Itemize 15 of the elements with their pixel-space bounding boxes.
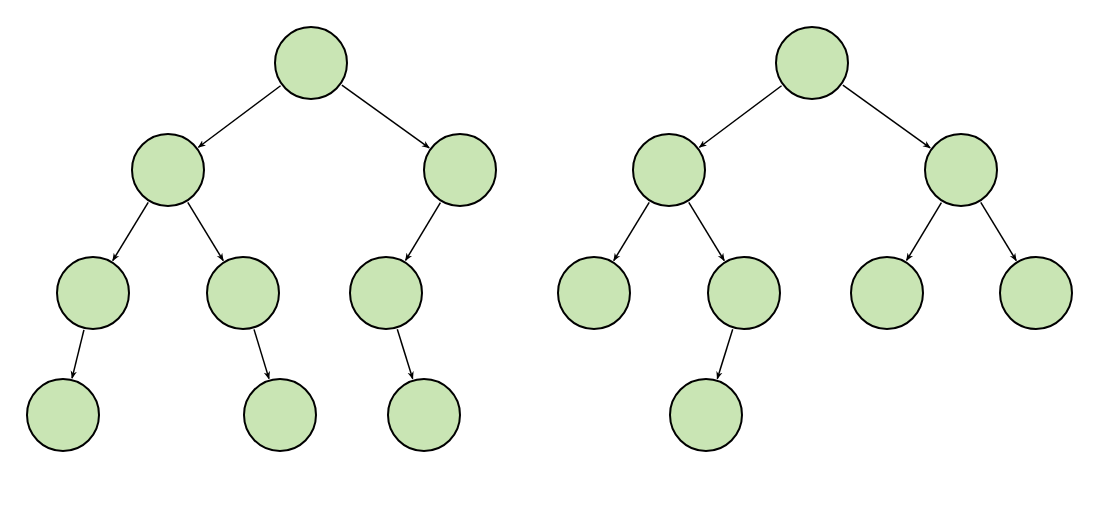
arrow xyxy=(842,84,931,149)
arrow xyxy=(698,85,783,148)
arrow xyxy=(396,328,414,380)
arrow xyxy=(613,201,650,262)
arrow xyxy=(341,84,430,149)
arrow xyxy=(716,328,734,380)
arrow xyxy=(253,328,270,380)
arrow xyxy=(980,201,1017,262)
arrow xyxy=(197,85,282,148)
arrow xyxy=(70,329,85,379)
arrow xyxy=(905,201,943,262)
arrow xyxy=(187,201,224,262)
arrow xyxy=(688,201,725,262)
arrow xyxy=(404,201,442,262)
arrow xyxy=(112,201,149,262)
